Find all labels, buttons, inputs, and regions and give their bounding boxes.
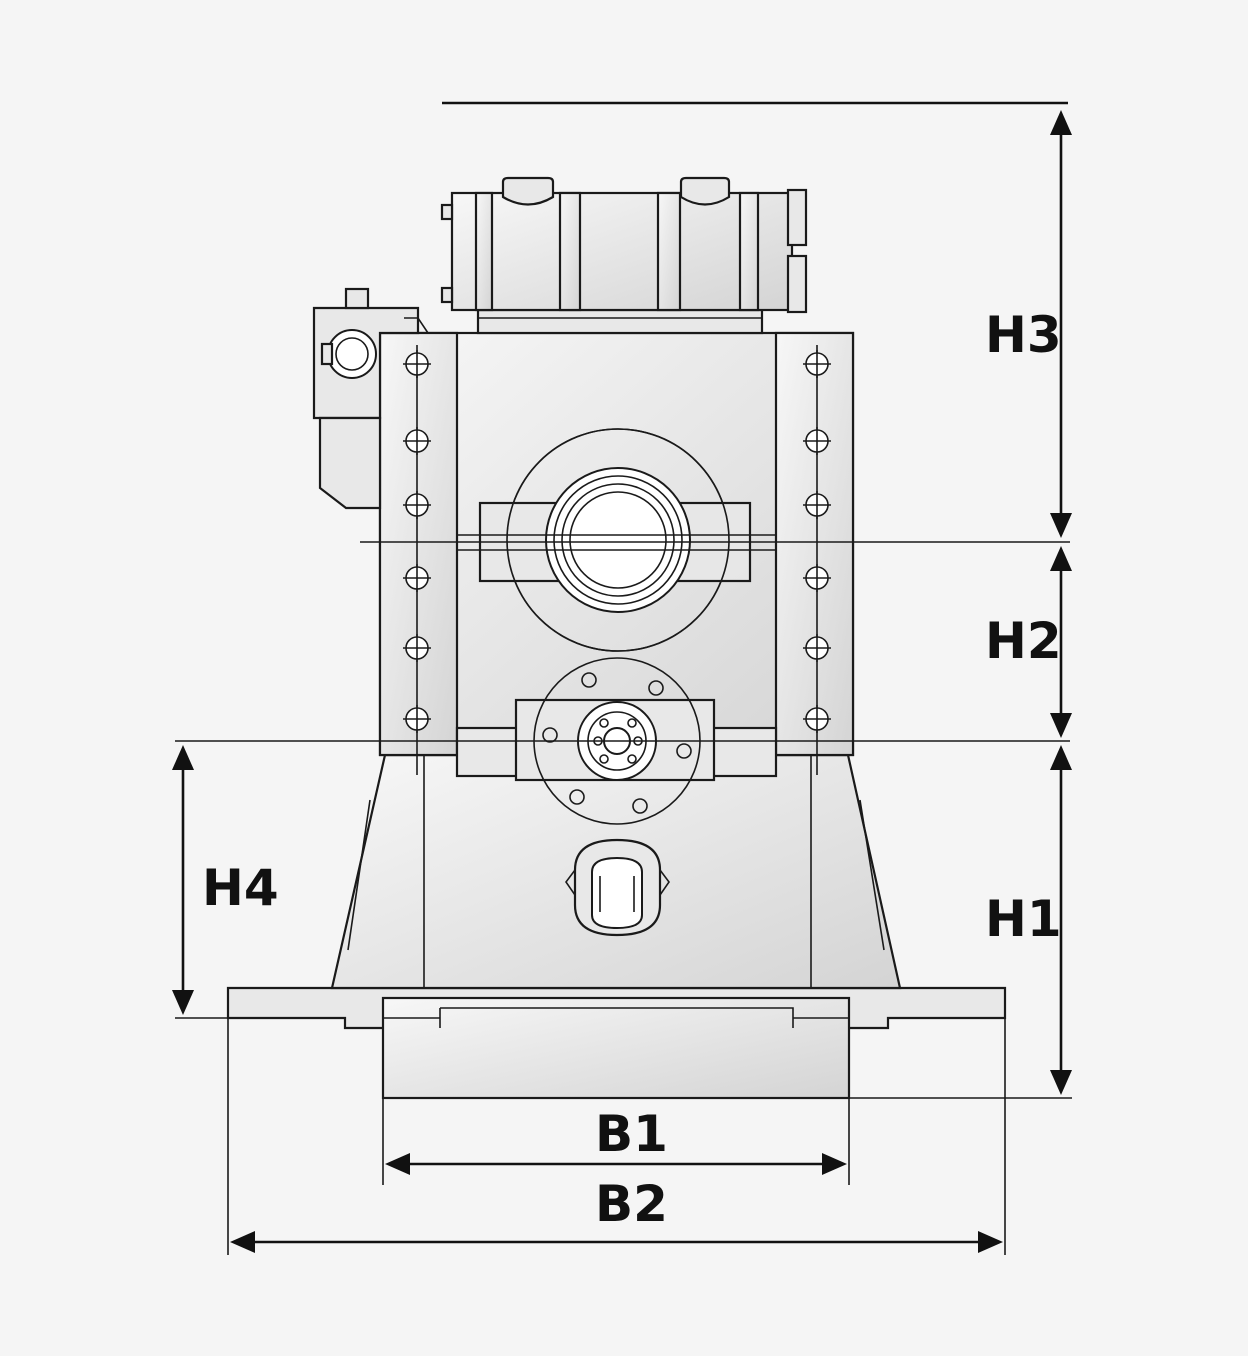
main-housing <box>378 331 855 778</box>
flange-holes-outer <box>542 672 692 814</box>
reference-lines <box>175 101 1072 1255</box>
bolt-icon <box>403 350 431 378</box>
bolt-icon <box>403 491 431 519</box>
dimension-b2 <box>230 1231 1003 1253</box>
bolt-icon <box>803 705 831 733</box>
bolt-icon <box>803 564 831 592</box>
label-b2: B2 <box>595 1175 668 1233</box>
dimension-h2 <box>1050 546 1072 738</box>
lower-roll-flange <box>514 657 716 825</box>
bolt-icon <box>803 350 831 378</box>
label-h3: H3 <box>985 306 1062 364</box>
dimension-h4 <box>172 745 194 1015</box>
dimension-h3 <box>1050 110 1072 538</box>
bolt-icon <box>803 491 831 519</box>
bolt-icon <box>403 634 431 662</box>
bolt-icon <box>403 427 431 455</box>
dimension-h1 <box>1050 745 1072 1095</box>
bolt-icon <box>803 427 831 455</box>
dimension-b1 <box>385 1153 847 1175</box>
label-b1: B1 <box>595 1105 668 1163</box>
label-h2: H2 <box>985 612 1062 670</box>
label-h1: H1 <box>985 890 1062 948</box>
bolt-icon <box>803 634 831 662</box>
bolt-column-right <box>803 350 831 733</box>
bolt-icon <box>403 705 431 733</box>
label-h4: H4 <box>202 859 279 917</box>
lifting-lug <box>565 838 670 937</box>
hydraulic-valve-block <box>312 287 429 510</box>
bolt-column-left <box>403 350 431 733</box>
top-cylinder-unit <box>440 176 808 335</box>
base-plate <box>226 986 1007 1100</box>
bolt-icon <box>403 564 431 592</box>
